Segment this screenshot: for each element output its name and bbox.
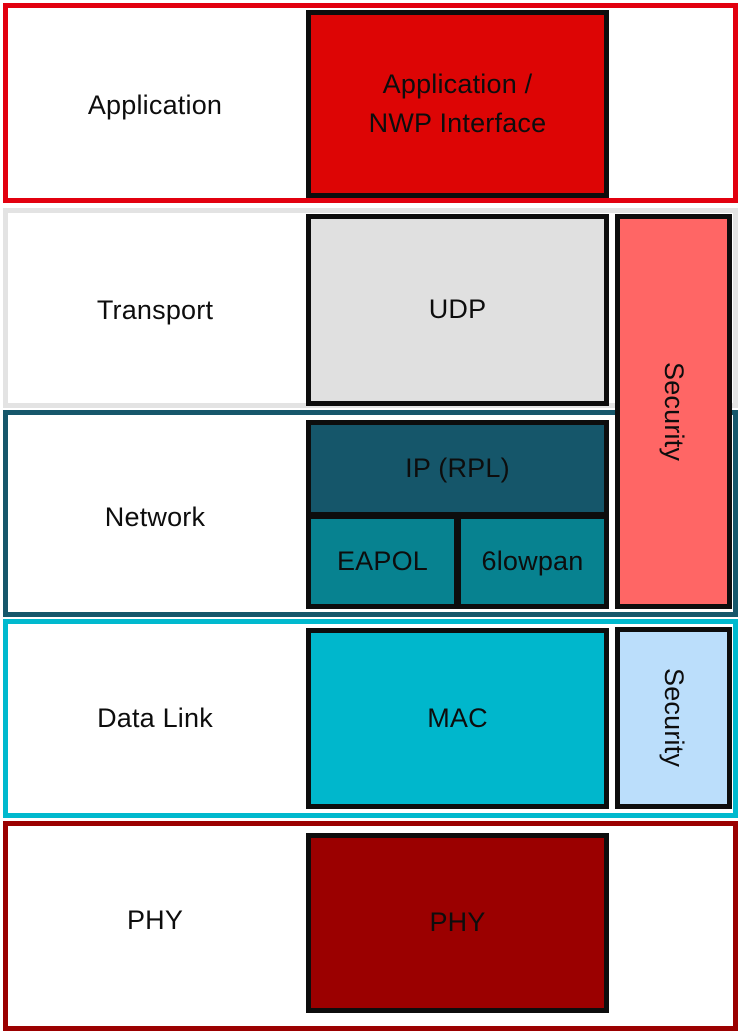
box-phy: PHY [306, 833, 609, 1013]
box-security-transport-network: Security [615, 214, 732, 609]
box-mac: MAC [306, 628, 609, 809]
box-eapol: EAPOL [306, 514, 459, 609]
box-application-nwp-interface: Application / NWP Interface [306, 10, 609, 198]
layer-label-phy: PHY [126, 905, 184, 935]
box-ip-rpl: IP (RPL) [306, 420, 609, 517]
layer-label-application: Application [87, 90, 223, 120]
security-upper-label: Security [659, 361, 690, 462]
layer-label-data-link: Data Link [97, 703, 213, 733]
security-lower-label: Security [659, 668, 690, 768]
box-udp: UDP [306, 214, 609, 406]
layer-label-transport: Transport [96, 295, 214, 325]
box-6lowpan: 6lowpan [456, 514, 609, 609]
layer-label-network: Network [104, 502, 206, 532]
box-security-datalink: Security [615, 627, 732, 809]
